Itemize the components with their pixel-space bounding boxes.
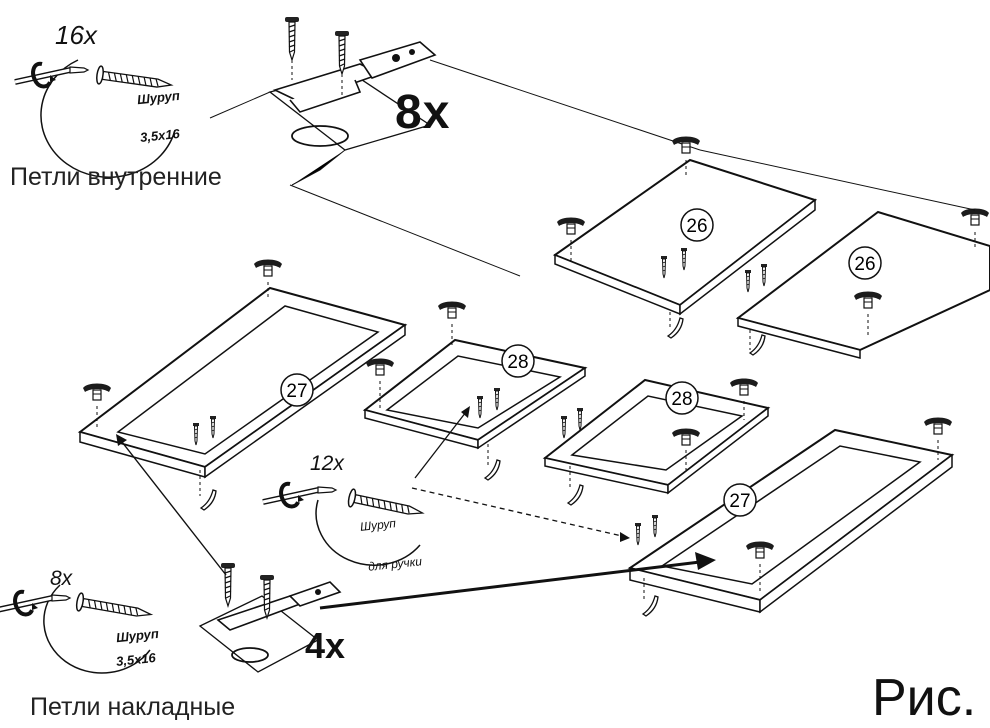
part-bubble-28-left: 28 [501, 344, 535, 378]
hinge-icon [729, 377, 759, 396]
screw-icon [576, 407, 584, 431]
handle-icon [642, 595, 659, 617]
screw-icon [284, 16, 300, 61]
screw-icon [651, 514, 659, 538]
screw-icon [744, 269, 752, 293]
inner-hinge-callout [15, 16, 437, 186]
screw-icon [560, 415, 568, 439]
screwdriver-icon [263, 484, 336, 507]
frame-panel-28-right [542, 377, 771, 506]
inner-hinge-count: 8x [395, 86, 451, 139]
screw-icon [220, 562, 236, 607]
door-panel-26-right [735, 207, 990, 359]
part-number: 26 [854, 254, 875, 275]
part-bubble-26-left: 26 [680, 208, 714, 242]
screwdriver-icon [15, 64, 88, 87]
hinge-icon [556, 216, 586, 235]
part-number: 28 [507, 352, 528, 373]
overlay-hinges-caption: Петли накладные [30, 693, 236, 721]
screw-icon [634, 522, 642, 546]
frame-panel-27-left [77, 258, 408, 511]
frame-panel-27-right [627, 416, 955, 617]
hinge-icon [82, 382, 112, 401]
part-bubble-27-right: 27 [723, 483, 757, 517]
hinge-icon [437, 300, 467, 319]
part-number: 28 [671, 389, 692, 410]
inner-screw-count: 16x [55, 20, 97, 50]
overlay-screw-count: 8x [50, 567, 73, 590]
part-number: 27 [729, 491, 750, 512]
handle-icon [200, 489, 217, 511]
overlay-hinge-callout [0, 434, 716, 674]
hinge-icon [960, 207, 990, 226]
hinge-icon [671, 135, 701, 154]
hinge-icon [253, 258, 283, 277]
handle-icon [749, 334, 766, 356]
figure-label: Рис. [872, 669, 977, 727]
part-bubble-26-right: 26 [848, 246, 882, 280]
screw-icon [74, 591, 154, 625]
overlay-hinge-count: 4x [305, 625, 346, 666]
hinge-icon [923, 416, 953, 435]
hinge-icon [365, 357, 395, 376]
part-bubble-28-right: 28 [665, 381, 699, 415]
part-number: 26 [686, 216, 707, 237]
handle-icon [484, 459, 501, 481]
part-bubble-27-left: 27 [280, 373, 314, 407]
inner-hinges-caption: Петли внутренние [10, 163, 222, 191]
part-number: 27 [286, 381, 307, 402]
handle-icon [567, 484, 584, 506]
handle-screw-callout [263, 406, 630, 566]
screwdriver-icon [0, 592, 70, 615]
screw-icon [760, 263, 768, 287]
handle-screw-count: 12x [310, 452, 344, 475]
